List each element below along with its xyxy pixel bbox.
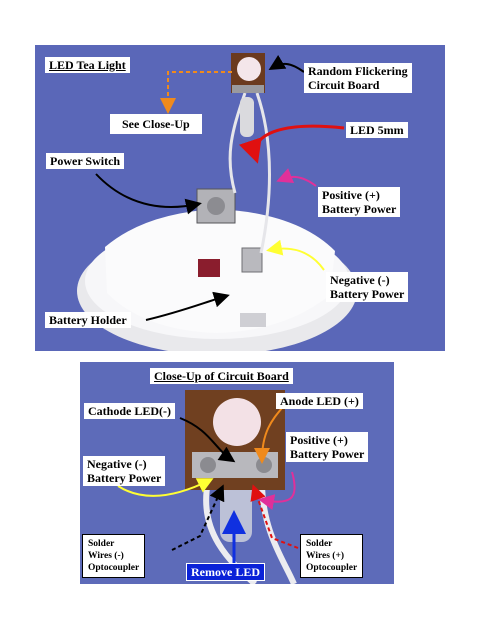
label-cathode-led: Cathode LED(-) bbox=[84, 403, 175, 419]
label-random-flickering-circuit-board: Random Flickering Circuit Board bbox=[304, 63, 412, 93]
top-title: LED Tea Light bbox=[45, 57, 130, 73]
arrow-closeup-positive bbox=[258, 471, 296, 510]
arrow-solder-neg bbox=[171, 484, 225, 551]
label-negative-battery-power: Negative (-) Battery Power bbox=[326, 272, 409, 302]
label-positive-battery-power: Positive (+) Battery Power bbox=[318, 187, 401, 217]
arrow-see-closeup bbox=[160, 71, 232, 114]
arrow-power-switch bbox=[95, 173, 202, 215]
label-closeup-positive-battery-power: Positive (+) Battery Power bbox=[286, 432, 369, 462]
bottom-title: Close-Up of Circuit Board bbox=[150, 368, 293, 384]
label-anode-led: Anode LED (+) bbox=[276, 393, 363, 409]
label-solder-wires-positive: Solder Wires (+) Optocoupler bbox=[300, 534, 364, 578]
label-led-5mm: LED 5mm bbox=[346, 122, 408, 138]
label-closeup-negative-battery-power: Negative (-) Battery Power bbox=[83, 456, 166, 486]
label-solder-wires-negative: Solder Wires (-) Optocoupler bbox=[82, 534, 146, 578]
label-see-closeup: See Close-Up bbox=[110, 114, 202, 134]
arrow-negative bbox=[266, 239, 325, 271]
arrow-led bbox=[238, 124, 345, 164]
label-remove-led: Remove LED bbox=[186, 563, 265, 581]
label-power-switch: Power Switch bbox=[46, 153, 125, 169]
label-battery-holder: Battery Holder bbox=[45, 312, 131, 328]
arrow-cathode bbox=[179, 417, 236, 463]
arrow-closeup-negative bbox=[117, 478, 214, 497]
arrow-positive bbox=[276, 168, 317, 187]
closeup-photo bbox=[185, 390, 297, 584]
arrow-random-board bbox=[268, 54, 305, 73]
arrow-solder-pos bbox=[250, 484, 299, 549]
arrow-anode bbox=[254, 407, 283, 464]
arrow-battery-holder bbox=[145, 291, 230, 321]
